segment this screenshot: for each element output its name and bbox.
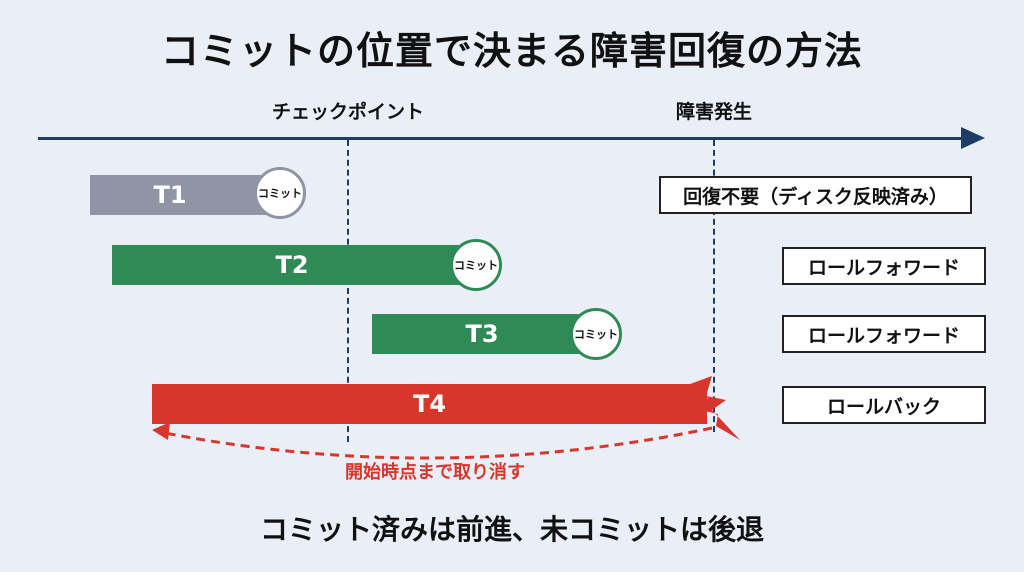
transaction-name-t3: T3 — [465, 320, 499, 348]
commit-marker-t3: コミット — [570, 308, 622, 360]
lightning-bolt-icon — [690, 376, 740, 440]
commit-label-t2: コミット — [454, 259, 498, 272]
transaction-name-t4: T4 — [412, 390, 447, 418]
transaction-bar-t1: T1 — [90, 175, 280, 215]
rollback-arrow — [159, 426, 713, 460]
failure-line — [713, 140, 715, 432]
footer-summary: コミット済みは前進、未コミットは後退 — [259, 513, 764, 546]
commit-label-t1: コミット — [258, 187, 302, 200]
result-label-t4: ロールバック — [826, 395, 941, 418]
result-box-t1: 回復不要（ディスク反映済み） — [659, 176, 972, 214]
transaction-name-t1: T1 — [153, 181, 187, 209]
result-box-t4: ロールバック — [782, 386, 986, 424]
page-title: コミットの位置で決まる障害回復の方法 — [160, 29, 863, 73]
transaction-bar-t3: T3 — [372, 314, 592, 354]
timeline-arrowhead — [961, 127, 985, 149]
failure-label: 障害発生 — [675, 101, 753, 123]
timeline-axis — [38, 137, 963, 140]
transaction-name-t2: T2 — [275, 251, 309, 279]
rollback-arrowhead — [152, 422, 170, 440]
result-box-t2: ロールフォワード — [782, 247, 986, 285]
result-label-t2: ロールフォワード — [807, 256, 960, 279]
commit-marker-t1: コミット — [254, 167, 306, 219]
transaction-bar-t2: T2 — [112, 245, 472, 285]
result-box-t3: ロールフォワード — [782, 315, 986, 353]
commit-label-t3: コミット — [574, 328, 618, 341]
transaction-bar-t4: T4 — [152, 384, 707, 424]
checkpoint-label: チェックポイント — [271, 101, 425, 123]
result-label-t3: ロールフォワード — [807, 324, 960, 347]
checkpoint-line — [347, 140, 349, 442]
result-label-t1: 回復不要（ディスク反映済み） — [683, 185, 948, 208]
commit-marker-t2: コミット — [450, 239, 502, 291]
rollback-note: 開始時点まで取り消す — [345, 462, 525, 483]
